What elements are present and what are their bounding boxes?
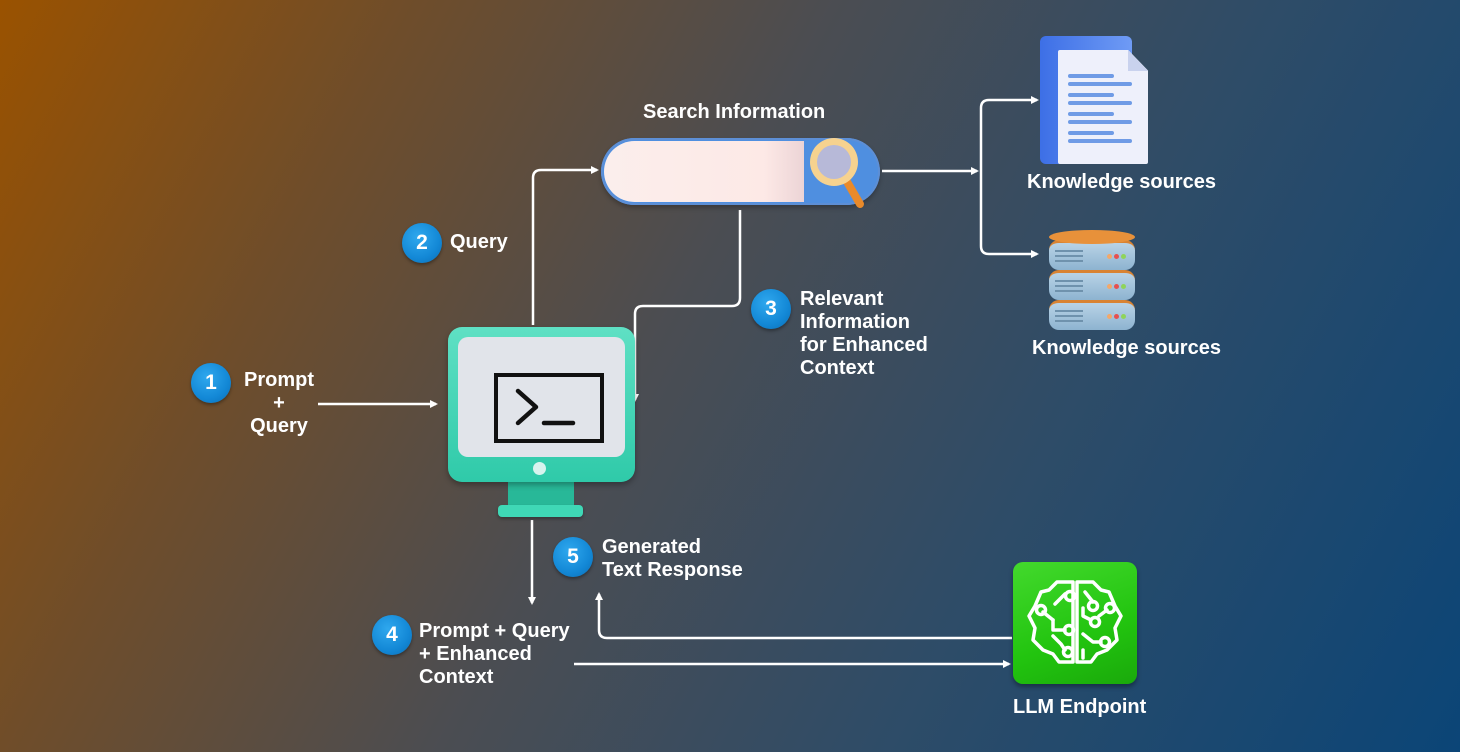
llm-endpoint-label: LLM Endpoint — [1013, 696, 1147, 718]
step-5-line-2: Text Response — [602, 559, 743, 581]
arrow-client-to-search — [531, 166, 599, 325]
database-server-icon — [1049, 230, 1135, 335]
arrow-split-to-db — [979, 171, 1039, 258]
step-3-line-3: for Enhanced — [800, 334, 928, 356]
magnifier-icon — [810, 138, 864, 208]
step-4-line-2: + Enhanced — [419, 643, 532, 665]
step-4-label: Prompt + Query + Enhanced Context — [419, 620, 570, 689]
step-1-line-2: + — [273, 392, 285, 414]
search-information-label: Search Information — [643, 101, 826, 123]
step-4-line-1: Prompt + Query — [419, 620, 570, 642]
step-1-label: Prompt + Query — [236, 369, 322, 438]
step-4-badge: 4 — [372, 615, 412, 655]
step-2-badge: 2 — [402, 223, 442, 263]
terminal-monitor-icon — [448, 327, 635, 519]
step-5-badge: 5 — [553, 537, 593, 577]
document-icon — [1040, 36, 1150, 166]
arrow-split-to-docs — [979, 96, 1039, 171]
step-1-line-1: Prompt — [244, 369, 314, 391]
step-5-label: Generated Text Response — [602, 536, 743, 582]
step-1-badge: 1 — [191, 363, 231, 403]
step-3-badge: 3 — [751, 289, 791, 329]
search-field — [604, 141, 804, 202]
step-2-label: Query — [450, 231, 508, 253]
step-3-line-4: Context — [800, 357, 875, 379]
arrow-search-to-client — [631, 210, 742, 402]
step-3-line-1: Relevant — [800, 288, 884, 310]
step-3-line-2: Information — [800, 311, 910, 333]
knowledge-sources-db-label: Knowledge sources — [1032, 337, 1221, 359]
step-1-line-3: Query — [250, 415, 308, 437]
step-3-label: Relevant Information for Enhanced Contex… — [800, 288, 928, 380]
step-4-line-3: Context — [419, 666, 494, 688]
ai-brain-circuit-icon — [1013, 562, 1137, 684]
arrow-llm-to-step5 — [595, 592, 1012, 640]
knowledge-sources-docs-label: Knowledge sources — [1027, 171, 1216, 193]
step-5-line-1: Generated — [602, 536, 701, 558]
